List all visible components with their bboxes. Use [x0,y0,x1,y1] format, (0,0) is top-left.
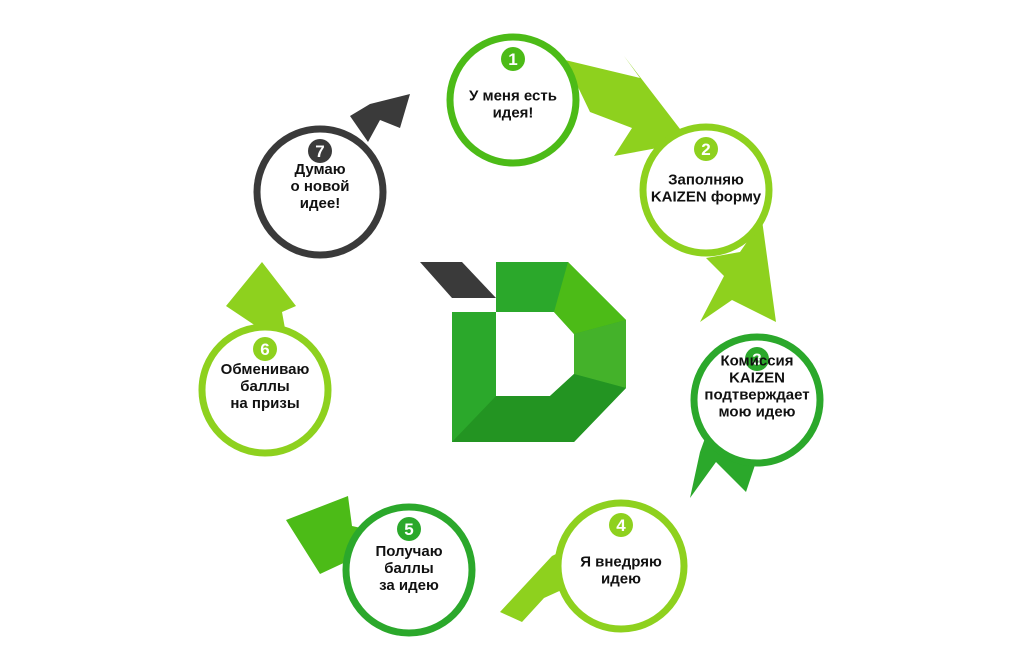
step-label-line: Думаю [294,161,345,178]
step-label-line: баллы [240,378,289,395]
arrow-2-to-3 [700,220,776,322]
logo-dark-slash [420,262,496,298]
step-label-line: баллы [384,560,433,577]
step-number-badge [745,347,769,371]
step-number: 1 [508,50,517,69]
step-number: 2 [701,140,710,159]
logo-d-inner [496,312,574,396]
step-label-line: идею [601,571,641,588]
step-label-line: мою идею [719,404,796,421]
arrow-1-to-2 [565,56,690,156]
arrow-7-to-1 [350,94,410,142]
step-label-line: KAIZEN форму [651,189,762,206]
step-label-line: о новой [291,178,350,195]
step-circle [554,499,688,633]
step-label-line: за идею [379,577,439,594]
step-circle [446,33,580,167]
step-number: 3 [752,350,761,369]
step-number: 4 [616,516,626,535]
step-number-badge [694,137,718,161]
step-label-line: У меня есть [469,88,557,105]
logo-facet-mid [574,320,626,388]
d-logo [420,262,626,442]
step-number-badge [501,47,525,71]
step-number-badge [609,513,633,537]
step-label-line: Я внедряю [580,554,662,571]
step-number-badge [253,337,277,361]
step-label-line: KAIZEN [729,370,785,387]
step-circle [198,323,332,457]
step-label-line: Получаю [375,543,442,560]
step-number-badge [308,139,332,163]
step-label-line: подтверждает [704,387,809,404]
step-label-line: Обмениваю [221,361,310,378]
step-number: 7 [315,142,324,161]
arrow-6-to-7 [226,262,296,334]
step-number-badge [397,517,421,541]
step-label-line: на призы [230,395,299,412]
step-circle [253,125,387,259]
step-label-line: Заполняю [668,172,744,189]
step-number: 5 [404,520,413,539]
step-circle [690,333,824,467]
logo-facet-dark [452,374,626,442]
step-circle [639,123,773,257]
step-label-line: идея! [493,105,534,122]
step-circle [342,503,476,637]
step-label-line: идее! [300,195,340,212]
logo-facet-light [554,262,626,334]
step-number: 6 [260,340,269,359]
step-label-line: Комиссия [720,353,793,370]
